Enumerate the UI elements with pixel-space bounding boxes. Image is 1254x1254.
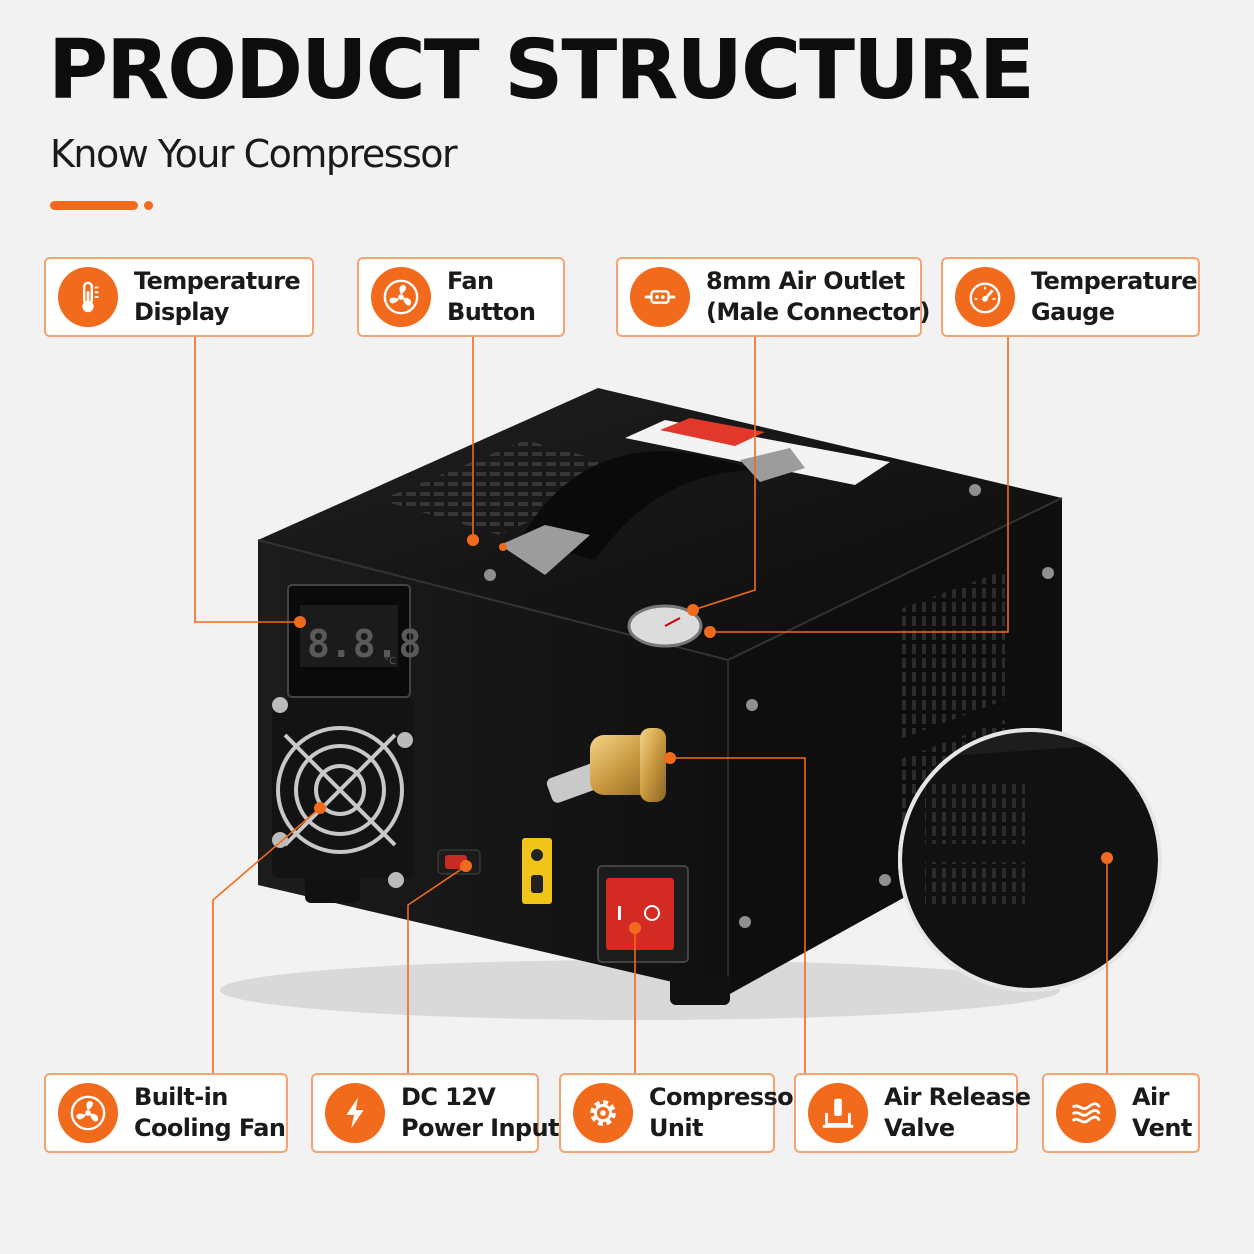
gear-icon: [573, 1083, 633, 1143]
foot: [305, 875, 360, 903]
power-switch: [606, 878, 674, 950]
handle-bracket: [740, 448, 805, 482]
air-outlet-connector: [546, 728, 666, 803]
callout-power-input: DC 12V Power Input: [311, 1073, 559, 1153]
callout-line2: Display: [134, 298, 229, 326]
leader-lines: [194, 336, 1108, 1073]
page-subtitle: Know Your Compressor: [50, 132, 458, 176]
callout-line2: Valve: [884, 1114, 955, 1142]
dc-power-input: [522, 838, 552, 904]
callout-line2: Unit: [649, 1114, 703, 1142]
callout-line1: Air: [1132, 1083, 1169, 1111]
valve-icon: [808, 1083, 868, 1143]
callout-line2: Button: [447, 298, 536, 326]
callout-line2: Gauge: [1031, 298, 1115, 326]
connector-icon: [630, 267, 690, 327]
callout-line2: Cooling Fan: [134, 1114, 286, 1142]
callout-line2: Power Input: [401, 1114, 559, 1142]
callout-line1: 8mm Air Outlet: [706, 267, 905, 295]
handle-bracket: [500, 525, 590, 575]
fan-icon: [58, 1083, 118, 1143]
lightning-icon: [325, 1083, 385, 1143]
top-panel: [258, 388, 1062, 660]
fan-icon: [371, 267, 431, 327]
gauge-icon: [955, 267, 1015, 327]
callout-line1: DC 12V: [401, 1083, 496, 1111]
cooling-fan: [272, 697, 414, 888]
side-vent-upper: [898, 570, 1005, 740]
accent-bar: [50, 201, 138, 210]
callout-line2: (Male Connector): [706, 298, 930, 326]
page-title: PRODUCT STRUCTURE: [48, 23, 1035, 118]
foot: [670, 975, 730, 1005]
callout-line2: Vent: [1132, 1114, 1192, 1142]
display-unit: °C: [384, 656, 396, 667]
thermometer-icon: [58, 267, 118, 327]
callout-line1: Air Release: [884, 1083, 1031, 1111]
top-vent: [380, 440, 640, 535]
callout-air-outlet: 8mm Air Outlet (Male Connector): [616, 257, 930, 337]
wave-icon: [1056, 1083, 1116, 1143]
floor-shadow: [220, 960, 1060, 1020]
callout-line1: Temperature: [134, 267, 301, 295]
leader-dots: [294, 534, 1113, 934]
accent-dot: [144, 201, 153, 210]
callout-line1: Temperature: [1031, 267, 1198, 295]
callout-line1: Built-in: [134, 1083, 228, 1111]
callout-line1: Compressor: [649, 1083, 805, 1111]
display-digits: 8.8.8: [307, 622, 421, 666]
screws: [484, 484, 1054, 928]
callout-line1: Fan: [447, 267, 494, 295]
